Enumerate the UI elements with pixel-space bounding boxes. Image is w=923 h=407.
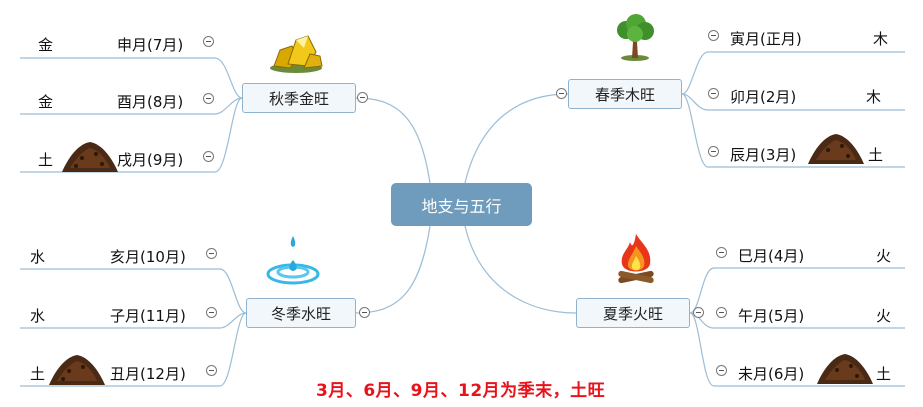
leaf-element: 土 xyxy=(30,365,46,383)
leaf-element: 水 xyxy=(30,307,46,325)
link-center-autumn xyxy=(355,97,431,184)
leaf-element: 木 xyxy=(866,88,882,106)
branch-winter[interactable]: 冬季水旺 xyxy=(246,298,356,328)
water-drop-icon xyxy=(266,236,320,285)
leaf-month: 丑月(12月) xyxy=(110,365,186,383)
leaf-month: 戌月(9月) xyxy=(117,151,184,169)
leaf-month: 巳月(4月) xyxy=(738,247,805,265)
collapse-toggle-summer[interactable] xyxy=(693,307,704,318)
link-center-summer xyxy=(464,225,577,314)
leaf-month: 寅月(正月) xyxy=(730,30,802,48)
collapse-toggle[interactable] xyxy=(716,247,727,258)
branch-summer[interactable]: 夏季火旺 xyxy=(576,298,690,328)
leaf-month: 卯月(2月) xyxy=(730,88,797,106)
leaf-element: 金 xyxy=(38,93,54,111)
leaf-month: 子月(11月) xyxy=(110,307,186,325)
soil-pile-icon xyxy=(817,354,873,384)
leaf-element: 木 xyxy=(873,30,889,48)
gold-ore-icon xyxy=(270,35,323,73)
leaf-element: 土 xyxy=(876,365,892,383)
leaf-element: 金 xyxy=(38,36,54,54)
leaf-element: 火 xyxy=(876,247,892,265)
tree-icon xyxy=(617,14,654,61)
branch-spring[interactable]: 春季木旺 xyxy=(568,79,682,109)
leaf-month: 未月(6月) xyxy=(738,365,805,383)
leaf-element: 土 xyxy=(38,151,54,169)
collapse-toggle[interactable] xyxy=(206,307,217,318)
link-center-spring xyxy=(464,93,569,184)
collapse-toggle[interactable] xyxy=(206,365,217,376)
leaf-month: 午月(5月) xyxy=(738,307,805,325)
branch-autumn[interactable]: 秋季金旺 xyxy=(242,83,356,113)
fire-icon xyxy=(618,234,654,284)
leaf-element: 水 xyxy=(30,248,46,266)
collapse-toggle-winter[interactable] xyxy=(359,307,370,318)
leaf-month: 申月(7月) xyxy=(117,36,184,54)
collapse-toggle[interactable] xyxy=(206,248,217,259)
leaf-element: 土 xyxy=(868,146,884,164)
collapse-toggle[interactable] xyxy=(203,93,214,104)
collapse-toggle[interactable] xyxy=(708,88,719,99)
leaf-month: 辰月(3月) xyxy=(730,146,797,164)
collapse-toggle-autumn[interactable] xyxy=(357,92,368,103)
collapse-toggle-spring[interactable] xyxy=(556,88,567,99)
collapse-toggle[interactable] xyxy=(716,307,727,318)
soil-pile-icon xyxy=(62,142,118,172)
soil-pile-icon xyxy=(808,134,864,164)
soil-pile-icon xyxy=(49,355,105,385)
leaf-month: 亥月(10月) xyxy=(110,248,186,266)
collapse-toggle[interactable] xyxy=(203,36,214,47)
collapse-toggle[interactable] xyxy=(708,146,719,157)
leaf-element: 火 xyxy=(876,307,892,325)
collapse-toggle[interactable] xyxy=(708,30,719,41)
leaf-month: 酉月(8月) xyxy=(117,93,184,111)
link-center-winter xyxy=(355,225,431,314)
collapse-toggle[interactable] xyxy=(716,365,727,376)
footnote: 3月、6月、9月、12月为季末，土旺 xyxy=(316,381,606,401)
collapse-toggle[interactable] xyxy=(203,151,214,162)
center-node[interactable]: 地支与五行 xyxy=(391,183,532,226)
